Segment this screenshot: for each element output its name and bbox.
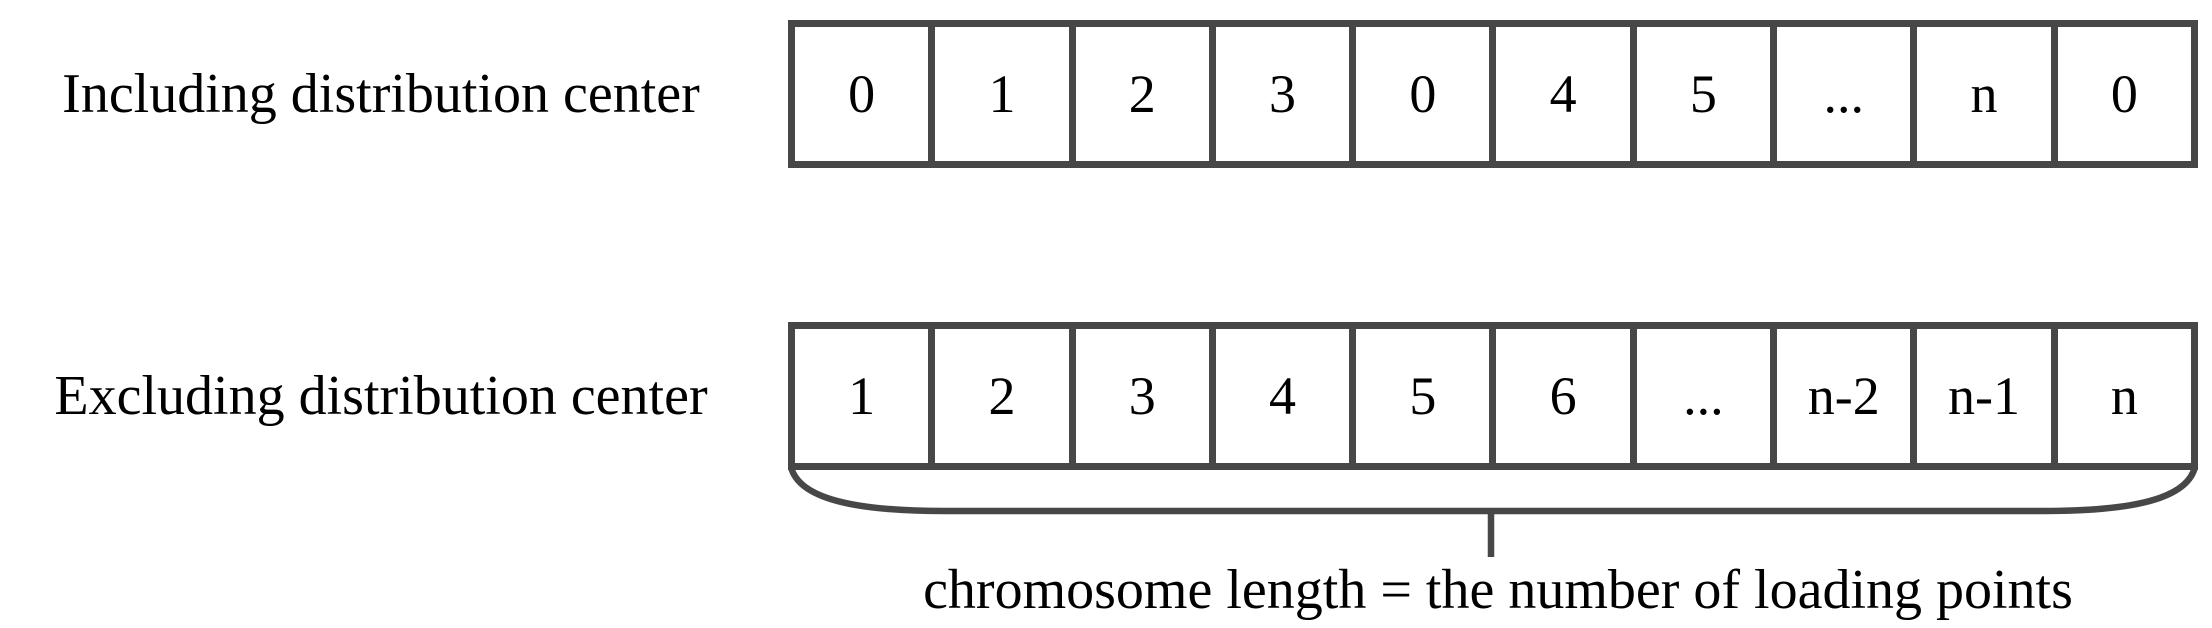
chromosome-cell: 3 [1208, 27, 1349, 161]
underbrace-curve [787, 465, 2199, 515]
chromosome-cell: n [1910, 27, 2050, 161]
caption: chromosome length = the number of loadin… [923, 559, 2073, 621]
chromosome-cell: ... [1629, 329, 1770, 463]
chromosome-cell: 2 [1068, 27, 1209, 161]
chromosome-cell: 4 [1489, 27, 1629, 161]
chromosome-cell: n-1 [1910, 329, 2050, 463]
row-label-including: Including distribution center [62, 63, 700, 125]
chromosome-cell: 2 [928, 329, 1068, 463]
chromosome-cell: 5 [1629, 27, 1770, 161]
chromosome-cell: 4 [1208, 329, 1349, 463]
chromosome-cell: n [2050, 329, 2191, 463]
chromosome-cell: 3 [1068, 329, 1209, 463]
chromosome-cell: 1 [928, 27, 1068, 161]
chromosome-cell: 0 [2050, 27, 2191, 161]
chromosome-cell: 1 [848, 366, 876, 426]
chromosome-cell: 0 [1349, 27, 1489, 161]
chromosome-cell: 0 [848, 64, 876, 124]
chromosome-cell: n-2 [1770, 329, 1910, 463]
row-label-excluding: Excluding distribution center [54, 365, 708, 427]
chromosome-cell: 5 [1349, 329, 1489, 463]
chromosome-cell: 6 [1489, 329, 1629, 463]
chromosome-cell: ... [1770, 27, 1910, 161]
